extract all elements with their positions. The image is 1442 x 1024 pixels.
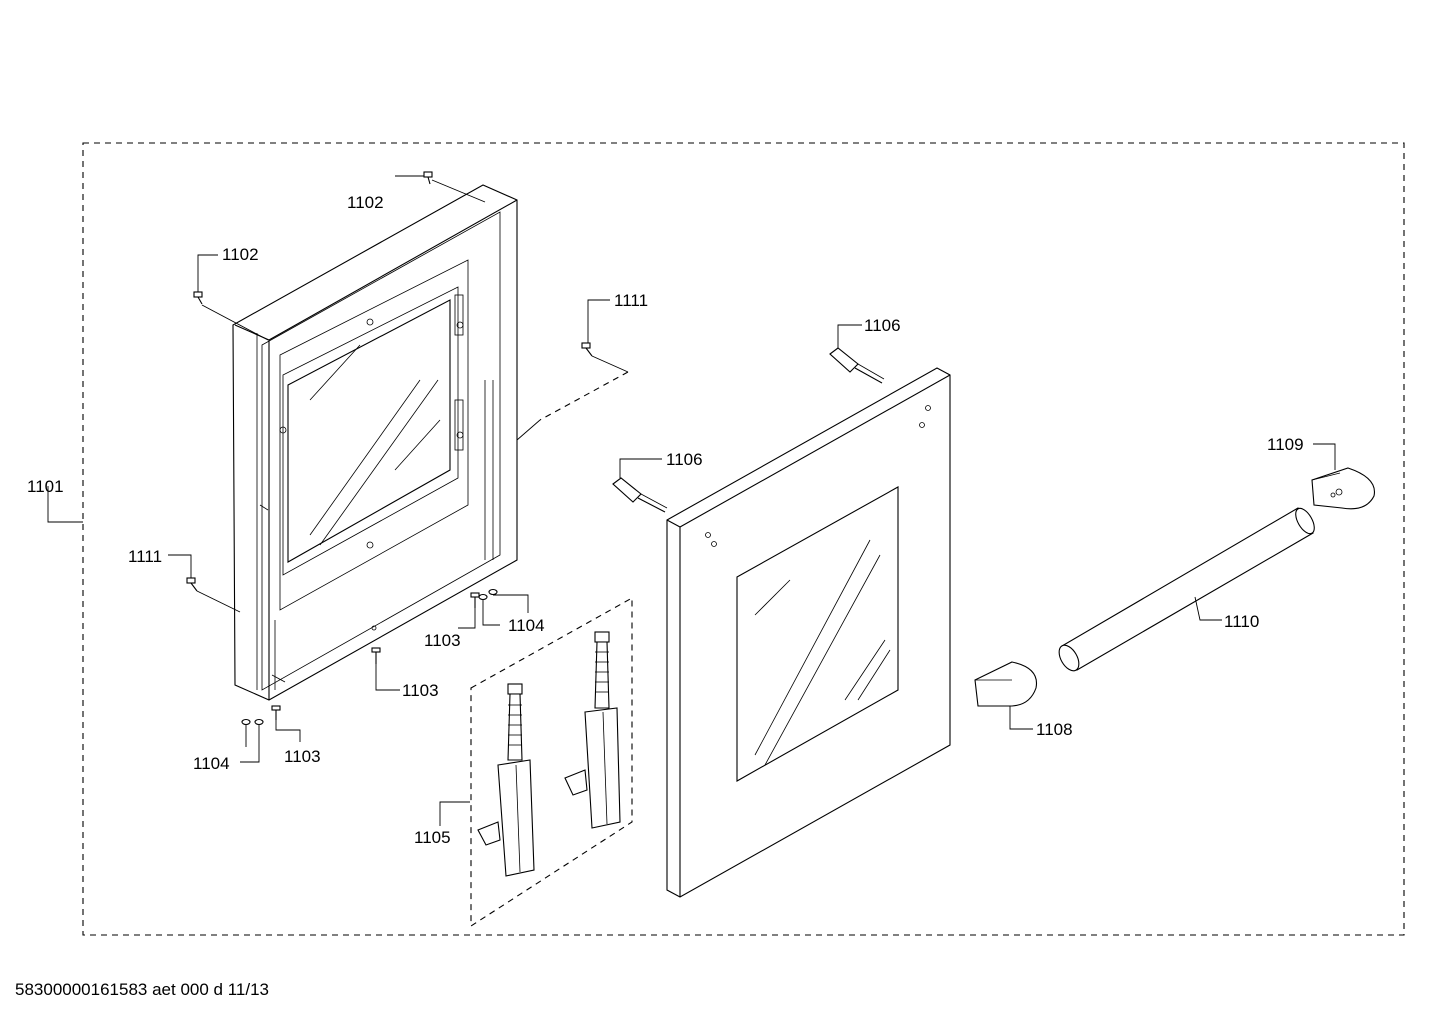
label-1106-top: 1106: [864, 316, 901, 335]
leader-1103-left: [275, 720, 301, 742]
leader-1102-left: [197, 254, 218, 292]
assembly-boundary-1101: [82, 142, 1405, 936]
washer-1104-d: [488, 588, 498, 596]
label-1111-right: 1111: [614, 291, 648, 310]
screw-1102-top: [423, 171, 433, 185]
pin-1106-left: [612, 477, 668, 513]
screw-1111-right: [581, 342, 593, 357]
leader-1109: [1313, 443, 1336, 470]
label-1106-left: 1106: [666, 450, 703, 469]
washer-1104-a: [241, 718, 251, 726]
leader-1106-top: [837, 324, 862, 348]
outer-door-panel: [666, 367, 951, 898]
label-1102-top: 1102: [347, 193, 384, 212]
screw-1111-left: [186, 577, 198, 592]
hinge-left: [477, 683, 535, 877]
leader-1108: [1009, 706, 1033, 730]
document-id-footer: 58300000161583 aet 000 d 11/13: [15, 980, 269, 999]
leader-1110: [1194, 596, 1222, 621]
leader-1103-bottom: [375, 664, 400, 691]
screw-1103-bottom: [371, 647, 381, 664]
label-1108: 1108: [1036, 720, 1073, 739]
hinge-group-boundary: [470, 597, 633, 928]
leader-1104-left-b: [240, 725, 260, 763]
label-1101: 1101: [27, 477, 64, 496]
leader-1104-right-a: [482, 600, 500, 626]
pin-1106-top: [829, 347, 885, 384]
washer-1104-b: [254, 718, 264, 726]
label-1103-right: 1103: [424, 631, 461, 650]
label-1105: 1105: [414, 828, 451, 847]
label-1103-bottom: 1103: [402, 681, 439, 700]
leader-1103-right: [458, 608, 476, 629]
screw-1103-left: [271, 705, 281, 720]
label-1109: 1109: [1267, 435, 1304, 454]
washer-1104-c: [478, 593, 488, 601]
leader-1106-left: [619, 458, 662, 478]
screw-1102-left: [193, 291, 203, 305]
handle-bar: [1058, 507, 1315, 672]
label-1103-left: 1103: [284, 747, 321, 766]
leader-1105: [439, 801, 470, 826]
label-1104-right: 1104: [508, 616, 545, 635]
label-1104-left: 1104: [193, 754, 230, 773]
label-1110: 1110: [1224, 612, 1259, 631]
leader-1111-right: [587, 299, 610, 343]
screw-1103-right: [470, 592, 480, 608]
leader-1101: [47, 486, 83, 523]
inner-door-frame: [232, 184, 518, 701]
leader-1104-right-b: [493, 594, 529, 613]
label-1102-left: 1102: [222, 245, 259, 264]
hinge-right: [564, 631, 621, 829]
handle-end-cap-right: [1311, 467, 1376, 510]
leader-1111-left: [168, 554, 192, 578]
handle-end-cap-left: [974, 661, 1038, 707]
label-1111-left: 1111: [128, 547, 162, 566]
